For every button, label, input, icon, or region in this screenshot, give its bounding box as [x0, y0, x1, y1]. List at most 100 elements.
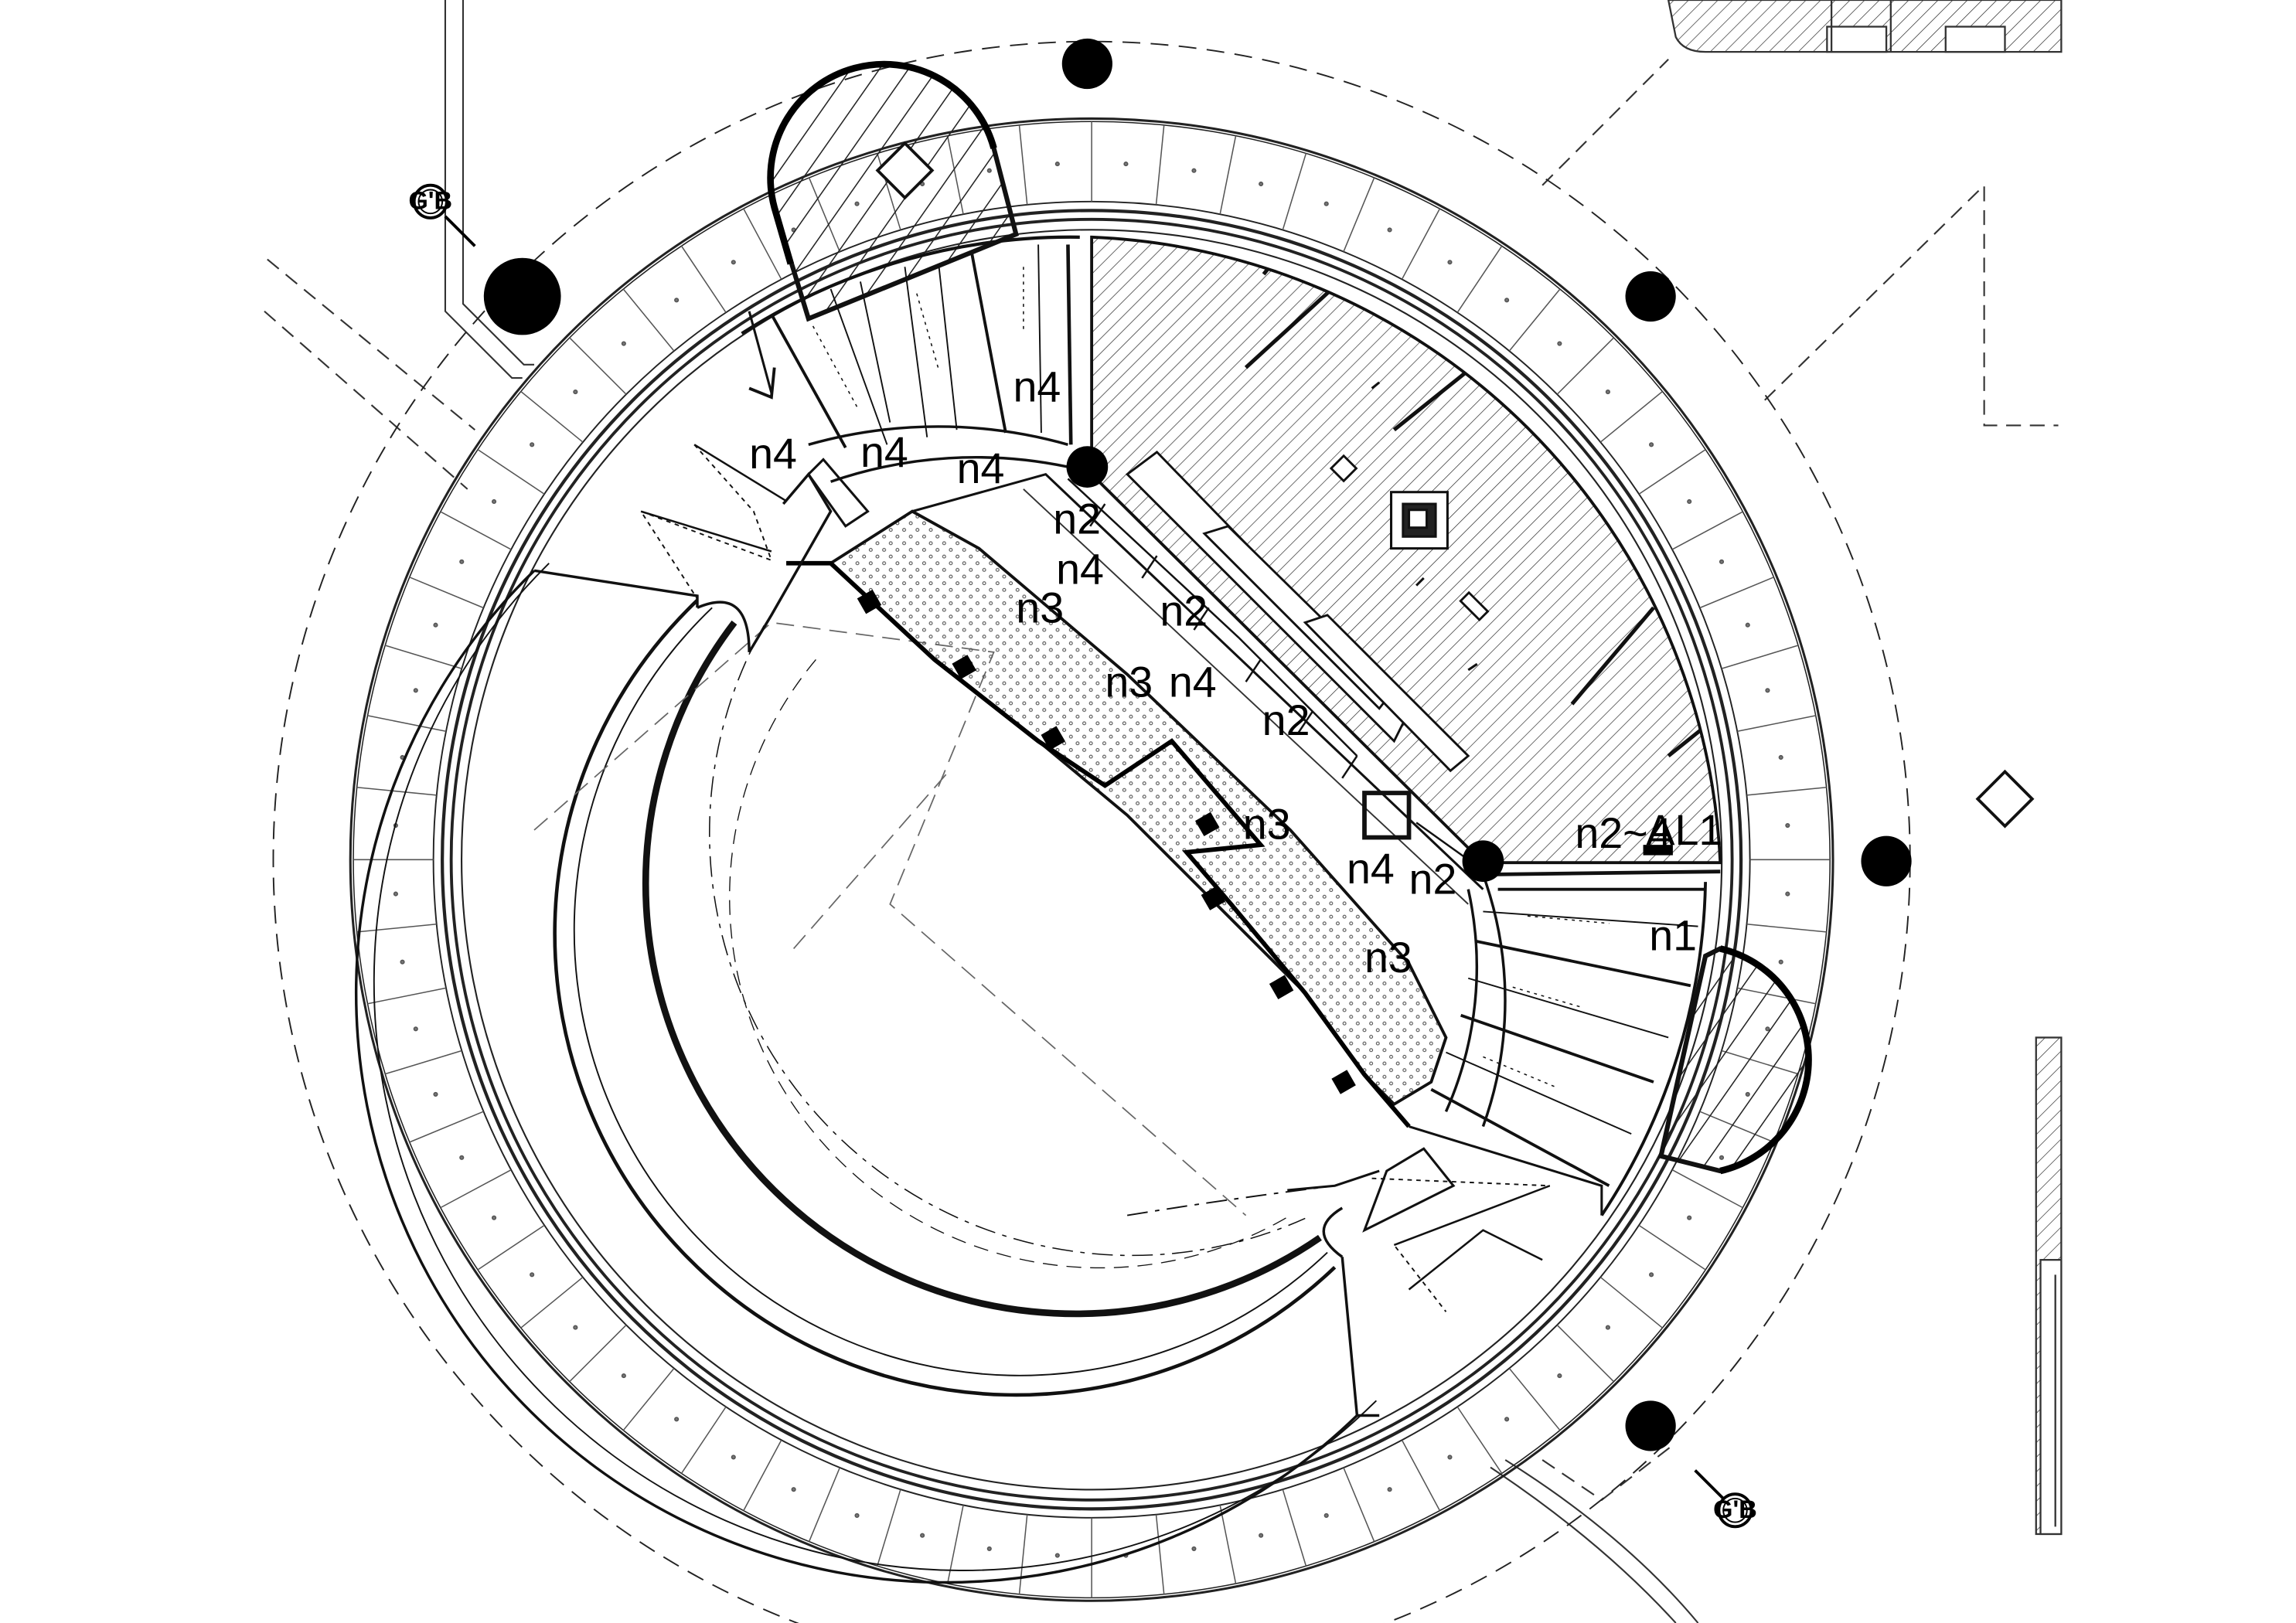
paving-joint [1737, 715, 1816, 732]
paving-dot [433, 622, 438, 628]
section-marker-se: G'B [1694, 1469, 1757, 1529]
paving-dot [674, 1417, 680, 1422]
paving-dot [530, 1272, 535, 1278]
paving-joint [743, 1439, 782, 1511]
paving-dot [1387, 227, 1392, 233]
paving-joint [808, 1467, 840, 1543]
paving-joint [743, 208, 782, 280]
paving-dot [1054, 1553, 1060, 1558]
paving-dot [413, 1026, 418, 1032]
east-wedge-room [1090, 235, 1722, 865]
paving-dot [1191, 1546, 1197, 1551]
column-post [1061, 38, 1112, 90]
paving-joint [1721, 645, 1799, 669]
paving-dot [1605, 1325, 1610, 1330]
paving-dot [530, 442, 535, 447]
paving-dot [1557, 341, 1562, 346]
paving-joint [1456, 245, 1503, 313]
label-n4: n4 [957, 444, 1005, 492]
paving-joint [440, 1169, 512, 1209]
paving-joint [1671, 511, 1743, 550]
paving-joint [622, 1368, 675, 1431]
label-n4: n4 [860, 428, 908, 476]
section-marker-se-label: G'B [1713, 1495, 1757, 1523]
column-post [483, 257, 561, 335]
paving-dot [1191, 168, 1197, 173]
label-n4: n4 [1169, 658, 1217, 706]
paving-joint [520, 1276, 584, 1329]
paving-joint [1456, 1406, 1503, 1474]
paving-joint [680, 1406, 727, 1474]
label-n3: n3 [1364, 934, 1412, 982]
paving-joint [367, 715, 447, 732]
paving-joint [1556, 1324, 1614, 1383]
column-post [1861, 835, 1912, 886]
paving-joint [1599, 390, 1663, 443]
building-fragment-right [2035, 1036, 2063, 1536]
paving-joint [680, 245, 727, 313]
paving-dot [1123, 162, 1129, 167]
paving-joint [1638, 1224, 1706, 1271]
paving-dot [459, 1155, 465, 1160]
paving-dot [1447, 1455, 1453, 1460]
paving-dot [1259, 1533, 1264, 1538]
paving-joint [569, 1324, 627, 1383]
paving-dot [986, 1546, 992, 1551]
paving-dot [573, 1325, 578, 1330]
paving-joint [1401, 208, 1441, 280]
dotted-corridor [786, 472, 1484, 1128]
paving-joint [1282, 153, 1307, 230]
paving-joint [1556, 337, 1614, 395]
column-post [1625, 1400, 1676, 1451]
label-n2: n2 [1053, 495, 1101, 543]
paving-joint [409, 577, 484, 609]
paving-joint [877, 1489, 901, 1567]
diamond-marker-east [1975, 769, 2035, 829]
building-fragment-top-right [1667, 0, 2063, 53]
paving-joint [569, 337, 627, 395]
label-n4: n4 [749, 430, 797, 478]
paving-joint [1018, 1514, 1028, 1594]
paving-joint [477, 1224, 545, 1271]
paving-joint [622, 288, 675, 352]
label-n4: n4 [1056, 546, 1104, 594]
paving-joint [1282, 1489, 1307, 1567]
paving-joint [1508, 288, 1561, 352]
paving-dot [1687, 498, 1692, 505]
paving-joint [384, 1050, 462, 1075]
site-boundary-lines [264, 0, 2059, 1623]
paving-dot [1745, 622, 1750, 628]
paving-dot [1778, 754, 1783, 760]
paving-joint [1219, 135, 1237, 215]
paving-dot [573, 389, 578, 395]
paving-joint [1343, 177, 1375, 252]
paving-dot [459, 559, 465, 564]
paving-dot [1649, 442, 1654, 447]
paving-dot [621, 1373, 626, 1379]
label-n3: n3 [1243, 800, 1291, 848]
paving-dot [854, 1512, 860, 1519]
paving-joint [1699, 577, 1774, 609]
paving-joint [440, 511, 512, 550]
paving-joint [356, 786, 437, 796]
paving-dot [491, 498, 497, 505]
paving-dot [1447, 260, 1453, 265]
paving-joint [1343, 1467, 1375, 1543]
label-n4: n4 [1347, 845, 1395, 893]
north-apse [767, 60, 1019, 322]
north-stair-fan [639, 235, 1080, 653]
paving-dot [1323, 201, 1329, 206]
paving-dot [1557, 1373, 1562, 1379]
paving-dot [920, 1533, 925, 1538]
label-n3: n3 [1105, 658, 1153, 706]
paving-dot [731, 1455, 736, 1460]
paving-dot [1719, 559, 1725, 564]
paving-dot [1785, 822, 1790, 829]
paving-joint [1155, 124, 1165, 205]
paving-joint [477, 449, 545, 495]
paving-joint [520, 390, 584, 443]
column-post [1625, 270, 1676, 322]
column-posts [483, 38, 1912, 1451]
column-post [1462, 840, 1504, 883]
paving-dot [1605, 389, 1610, 395]
